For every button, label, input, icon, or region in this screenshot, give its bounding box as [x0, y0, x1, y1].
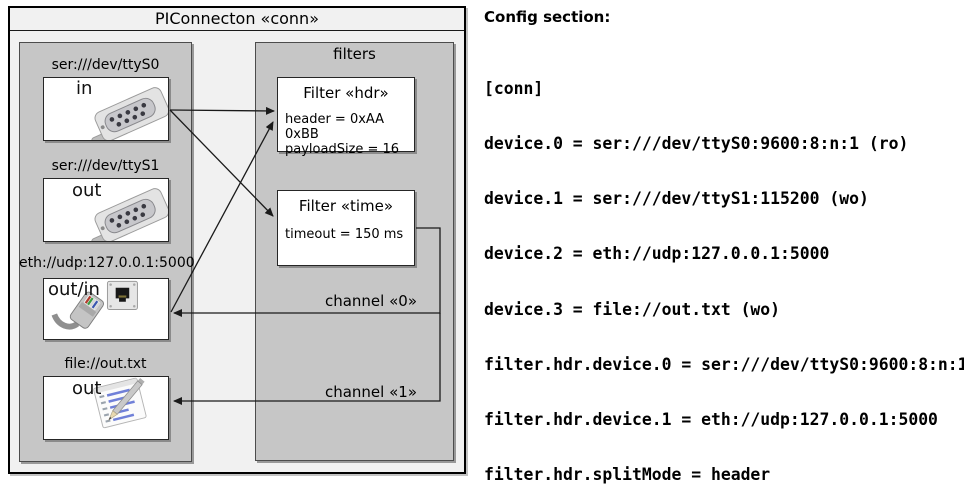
ethernet-port-icon: [106, 280, 138, 310]
device-box-ttys0: in: [43, 77, 169, 141]
config-line: device.2 = eth://udp:127.0.0.1:5000: [484, 244, 830, 264]
config-panel: Config section: [conn] device.0 = ser://…: [484, 8, 964, 484]
channel-0-label: channel «0»: [324, 292, 417, 310]
device-box-ttys1: out: [43, 178, 169, 242]
config-line: device.3 = file://out.txt (wo): [484, 299, 781, 319]
config-line: filter.hdr.device.1 = eth://udp:127.0.0.…: [484, 410, 938, 430]
filter-property: timeout = 150 ms: [285, 227, 404, 242]
config-lines: [conn] device.0 = ser:///dev/ttyS0:9600:…: [484, 43, 964, 484]
filter-box-hdr: Filter «hdr» header = 0xAA 0xBB payloadS…: [277, 77, 415, 157]
diagram-title: PIConnecton «conn»: [10, 8, 464, 31]
device-box-file: out: [43, 376, 169, 440]
device-direction-label: in: [76, 78, 93, 99]
channel-1-label: channel «1»: [324, 383, 417, 401]
device-direction-label: out: [72, 180, 102, 201]
device-direction-label: out: [72, 378, 102, 399]
config-line: filter.hdr.device.0 = ser:///dev/ttyS0:9…: [484, 354, 964, 374]
ethernet-plug-icon: [51, 291, 105, 330]
serial-connector-icon: [91, 188, 168, 241]
config-section-title: Config section:: [484, 8, 611, 26]
device-label-ttys0: ser:///dev/ttyS0: [51, 57, 160, 73]
config-line: device.1 = ser:///dev/ttyS1:115200 (wo): [484, 189, 869, 209]
device-label-eth: eth://udp:127.0.0.1:5000: [19, 255, 195, 271]
device-direction-label: out/in: [48, 279, 100, 300]
ethernet-icons: [51, 280, 138, 330]
filter-title: Filter «hdr»: [303, 84, 389, 102]
filter-property: header = 0xAA 0xBB: [285, 112, 385, 142]
config-line: [conn]: [484, 78, 544, 98]
device-label-ttys1: ser:///dev/ttyS1: [51, 158, 160, 174]
serial-connector-icon: [91, 87, 168, 140]
config-line: device.0 = ser:///dev/ttyS0:9600:8:n:1 (…: [484, 134, 909, 154]
filter-title: Filter «time»: [298, 197, 394, 215]
config-line: filter.hdr.splitMode = header: [484, 465, 771, 484]
filter-box-time: Filter «time» timeout = 150 ms: [277, 190, 415, 266]
device-label-file: file://out.txt: [64, 356, 147, 372]
filter-property: payloadSize = 16: [285, 142, 400, 157]
filters-panel-title: filters: [333, 45, 376, 63]
notepad-pencil-icon: [93, 377, 147, 429]
device-box-eth: out/in: [43, 278, 169, 340]
